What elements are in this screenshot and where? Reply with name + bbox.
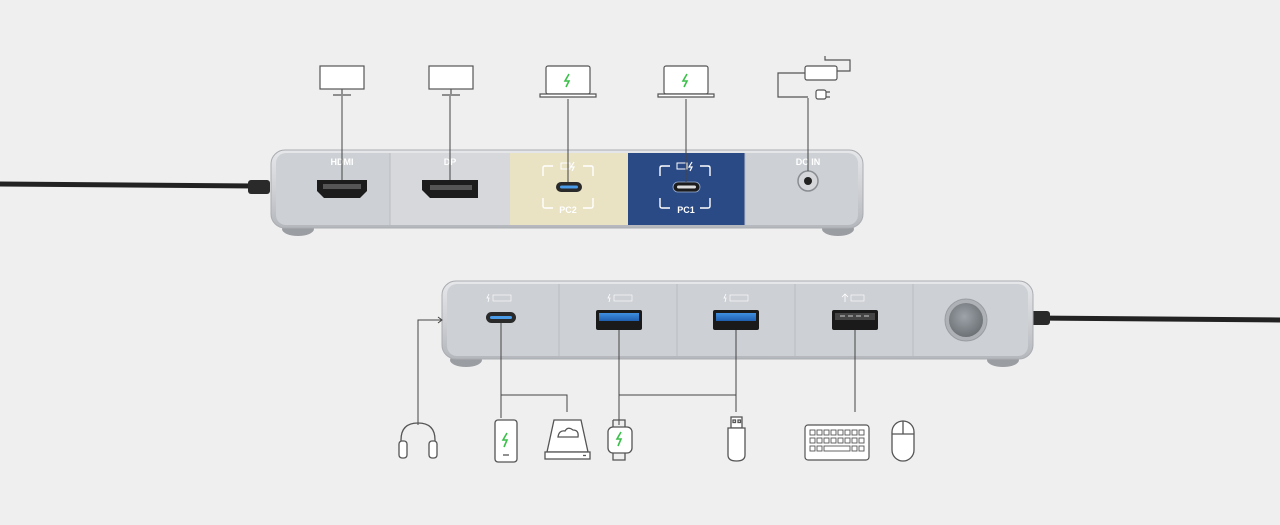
usb-speed-glyph-icon: [607, 293, 633, 303]
pc2-label: PC2: [559, 205, 577, 215]
front-dock: HDMI DP PC2 PC1: [0, 56, 864, 236]
usb-glyph-icon: [841, 293, 865, 302]
mouse-icon: [891, 420, 915, 462]
power-cable: [1031, 315, 1280, 323]
external-drive-icon: [544, 419, 591, 460]
laptop-charging-icon: [657, 65, 715, 98]
usba-port-blue[interactable]: [596, 310, 642, 330]
phone-charging-icon: [494, 419, 518, 463]
smartwatch-icon: [607, 419, 633, 461]
laptop-charge-glyph-icon: [676, 161, 693, 172]
laptop-charging-icon: [539, 65, 597, 98]
pc1-usbc-port-group: PC1: [659, 161, 711, 215]
usb-flash-drive-icon: [727, 416, 746, 462]
usb-speed-glyph-icon: [486, 293, 512, 303]
back-dock: [398, 280, 1280, 463]
host-cable: [0, 181, 263, 189]
power-adapter-icon: [777, 56, 851, 100]
pc2-usbc-port-group: PC2: [542, 161, 594, 215]
power-button[interactable]: [944, 298, 988, 342]
usba-port-black[interactable]: [832, 310, 878, 330]
laptop-charge-glyph-icon: [560, 161, 575, 172]
headphones-icon: [398, 422, 438, 459]
usba-port-blue[interactable]: [713, 310, 759, 330]
usb-speed-glyph-icon: [723, 293, 749, 303]
pc1-label: PC1: [677, 205, 695, 215]
monitor-icon: [428, 65, 474, 96]
keyboard-icon: [804, 424, 870, 461]
monitor-icon: [319, 65, 365, 96]
